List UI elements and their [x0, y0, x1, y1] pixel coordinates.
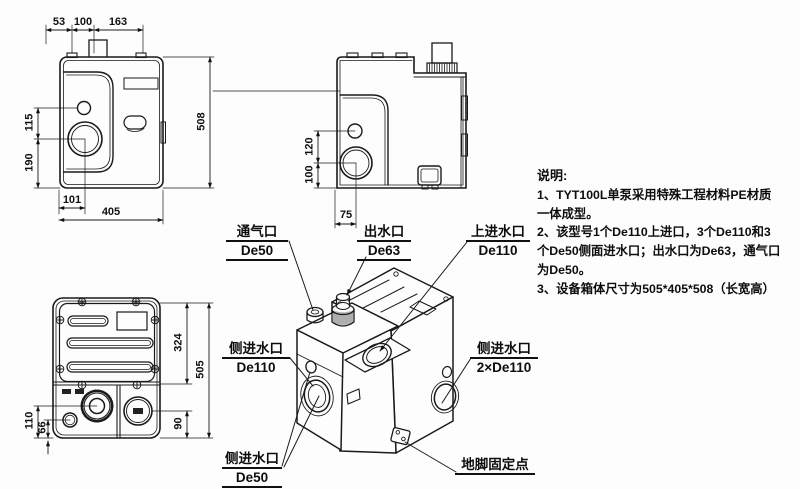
- note-line: 个De50侧面进水口；出水口为De63，通气口: [537, 244, 781, 259]
- callout-vent-spec: De50: [226, 242, 288, 261]
- callout-vent-title: 通气口: [226, 224, 288, 242]
- dim-label-405: 405: [101, 206, 121, 218]
- dim-label-115: 115: [23, 113, 36, 132]
- note-line: 3、设备箱体尺寸为505*405*508（长宽高）: [537, 281, 775, 296]
- dim-label-190: 190: [23, 153, 36, 172]
- note-line: 为De50。: [537, 262, 591, 277]
- front-view-drawing: [33, 24, 215, 225]
- callout-top-inlet: 上进水口 De110: [466, 224, 530, 259]
- callout-side-inlet-right-spec: 2×De110: [476, 360, 532, 375]
- callout-outlet: 出水口 De63: [357, 224, 411, 261]
- callout-side-inlet-bottom-title: 侧进水口: [222, 451, 282, 469]
- dim-label-505: 505: [194, 360, 207, 379]
- rear-view-drawing: [33, 297, 214, 455]
- dim-label-100-side: 100: [303, 165, 316, 184]
- callout-side-inlet-left-spec: De110: [236, 360, 276, 375]
- callout-vent: 通气口 De50: [226, 224, 288, 261]
- callout-top-inlet-title: 上进水口: [466, 224, 530, 242]
- callout-anchor-point-title: 地脚固定点: [455, 457, 535, 475]
- note-line: 1、TYT100L单泵采用特殊工程材料PE材质: [537, 187, 772, 202]
- callout-side-inlet-bottom: 侧进水口 De50: [222, 451, 282, 488]
- callout-side-inlet-right: 侧进水口 2×De110: [470, 341, 538, 376]
- dim-label-324: 324: [172, 333, 185, 352]
- side-view-drawing: [212, 42, 468, 229]
- dim-label-163: 163: [108, 16, 128, 28]
- dim-label-508: 508: [195, 112, 208, 131]
- callout-outlet-title: 出水口: [357, 224, 411, 242]
- dim-label-100-top: 100: [73, 16, 93, 28]
- notes-heading: 说明:: [537, 168, 568, 183]
- callout-outlet-spec: De63: [357, 242, 411, 261]
- callout-side-inlet-left: 侧进水口 De110: [222, 341, 290, 376]
- notes-block: 说明: 1、TYT100L单泵采用特殊工程材料PE材质 一体成型。 2、该型号1…: [537, 167, 799, 299]
- dim-label-90: 90: [172, 417, 185, 430]
- dim-label-101: 101: [62, 194, 82, 206]
- callout-side-inlet-left-title: 侧进水口: [222, 341, 290, 359]
- dim-label-66: 66: [36, 421, 49, 434]
- note-line: 一体成型。: [537, 206, 599, 221]
- dim-label-110: 110: [23, 411, 36, 430]
- note-line: 2、该型号1个De110上进口，3个De110和3: [537, 225, 771, 240]
- callout-anchor-point: 地脚固定点: [455, 457, 535, 475]
- dim-label-75: 75: [339, 209, 353, 221]
- callout-side-inlet-right-title: 侧进水口: [470, 341, 538, 359]
- callout-side-inlet-bottom-spec: De50: [222, 469, 282, 488]
- dim-label-53: 53: [52, 16, 66, 28]
- callout-top-inlet-spec: De110: [478, 243, 518, 258]
- iso-view-drawing: [281, 240, 472, 473]
